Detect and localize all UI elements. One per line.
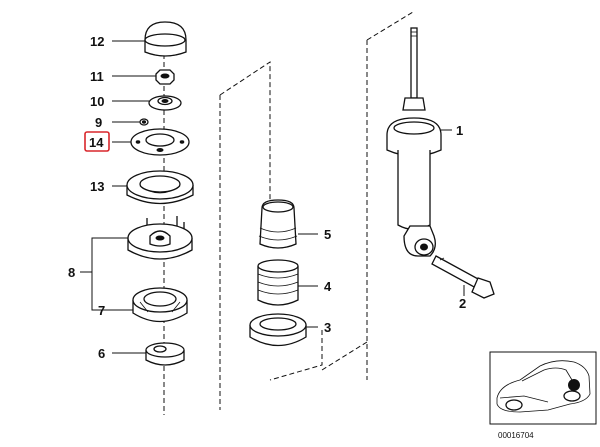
- reference-number: 00016704: [498, 431, 534, 440]
- part-2-bolt[interactable]: [431, 255, 495, 299]
- part-3-bottom-ring[interactable]: [249, 313, 307, 347]
- part-10-washer[interactable]: [148, 95, 182, 111]
- label-12: 12: [90, 34, 104, 49]
- part-6-bump-cap[interactable]: [145, 342, 185, 366]
- label-10: 10: [90, 94, 104, 109]
- part-13-bearing[interactable]: [126, 170, 194, 205]
- leader-lines: [80, 40, 465, 354]
- highlight-box-14: [84, 131, 110, 152]
- label-11: 11: [90, 69, 104, 84]
- part-11-nut[interactable]: [155, 69, 175, 85]
- label-3: 3: [324, 320, 331, 335]
- part-8-strut-mount[interactable]: [127, 216, 193, 260]
- label-14[interactable]: 14: [89, 135, 104, 150]
- label-7: 7: [98, 303, 105, 318]
- part-5-bump-stop[interactable]: [258, 199, 298, 249]
- part-4-protection-tube[interactable]: [257, 259, 299, 306]
- label-13: 13: [90, 179, 104, 194]
- vehicle-location-thumbnail: 00016704: [489, 351, 597, 440]
- part-9-small-nut[interactable]: [139, 118, 149, 126]
- label-6: 6: [98, 346, 105, 361]
- label-2: 2: [459, 296, 466, 311]
- part-1-shock-absorber[interactable]: [386, 27, 442, 257]
- label-1: 1: [456, 123, 463, 138]
- label-4: 4: [324, 279, 332, 294]
- part-12-dust-cap[interactable]: [144, 21, 187, 57]
- location-marker: [568, 379, 580, 391]
- part-14-support-ring[interactable]: [130, 128, 190, 156]
- label-5: 5: [324, 227, 331, 242]
- label-8: 8: [68, 265, 75, 280]
- part-7-lower-mount[interactable]: [132, 287, 188, 323]
- label-9: 9: [95, 115, 102, 130]
